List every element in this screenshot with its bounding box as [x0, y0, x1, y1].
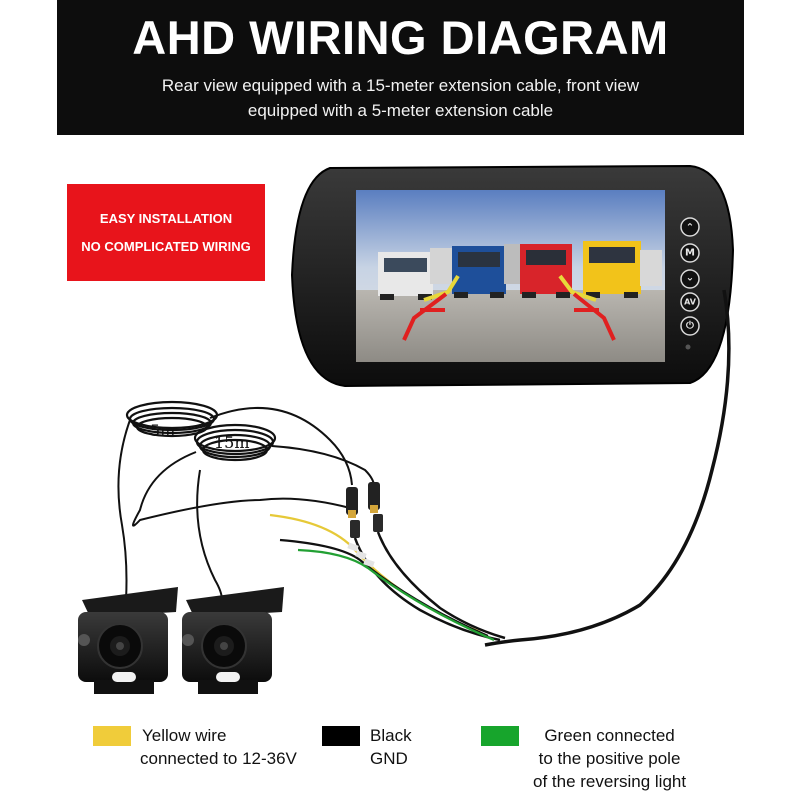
power-led: [685, 344, 691, 350]
svg-text:⏻: ⏻: [686, 320, 694, 332]
legend-swatch-green: [481, 726, 519, 746]
easy-installation-badge: EASY INSTALLATION NO COMPLICATED WIRING: [67, 184, 265, 281]
legend-black-line-2: GND: [370, 749, 408, 768]
svg-text:⌃: ⌃: [686, 223, 694, 234]
wire-tags: [347, 542, 375, 568]
cable-coil-15m: [193, 423, 277, 462]
monitor-screen: [356, 190, 665, 362]
front-camera: [78, 587, 178, 694]
rca-connectors: [346, 482, 383, 538]
legend-swatch-yellow: [93, 726, 131, 746]
power-icon[interactable]: ⏻: [680, 316, 700, 336]
rear-camera: [182, 587, 284, 694]
page-subtitle: Rear view equipped with a 15-meter exten…: [97, 73, 704, 123]
parking-guide-lines: [402, 274, 616, 341]
av-icon[interactable]: AV: [680, 292, 700, 312]
legend-yellow-line-1: Yellow wire: [142, 726, 227, 745]
up-arrow-icon[interactable]: ⌃: [680, 217, 700, 237]
menu-icon[interactable]: M: [680, 243, 700, 263]
wire-bundle: [353, 531, 506, 642]
page-title: AHD WIRING DIAGRAM: [132, 11, 669, 64]
front-cable-length-label: 5m: [150, 421, 175, 440]
truck-3: [520, 244, 572, 298]
legend-green-text: Green connected to the positive pole of …: [533, 724, 686, 793]
svg-text:M: M: [685, 248, 695, 259]
legend-green-line-2: to the positive pole: [538, 749, 681, 768]
legend-black-text: Black GND: [370, 724, 412, 770]
monitor-main-cable: [484, 289, 731, 647]
svg-text:⌄: ⌄: [686, 273, 694, 284]
wiring-diagram: ⌃ M ⌄ AV ⏻: [78, 164, 735, 694]
legend-green-line-3: of the reversing light: [533, 772, 687, 791]
monitor-buttons: ⌃ M ⌄ AV ⏻: [680, 217, 700, 350]
mirror-monitor: ⌃ M ⌄ AV ⏻: [290, 164, 735, 388]
legend-black-line-1: Black: [370, 726, 412, 745]
subtitle-line-2: equipped with a 5-meter extension cable: [247, 101, 554, 120]
subtitle-line-1: Rear view equipped with a 15-meter exten…: [161, 76, 640, 95]
down-arrow-icon[interactable]: ⌄: [680, 269, 700, 289]
extension-cables: [117, 407, 376, 601]
badge-line-2: NO COMPLICATED WIRING: [81, 238, 251, 254]
header-banner: AHD WIRING DIAGRAM Rear view equipped wi…: [57, 0, 744, 135]
legend-yellow-text: Yellow wire connected to 12-36V: [140, 724, 297, 770]
truck-4: [583, 241, 662, 298]
svg-text:AV: AV: [684, 298, 697, 307]
legend-swatch-black: [322, 726, 360, 746]
wire-color-legend: Yellow wire connected to 12-36V Black GN…: [0, 720, 800, 800]
badge-line-1: EASY INSTALLATION: [99, 210, 233, 226]
rear-cable-length-label: 15m: [214, 433, 250, 452]
legend-yellow-line-2: connected to 12-36V: [140, 749, 297, 768]
legend-green-line-1: Green connected: [544, 726, 675, 745]
